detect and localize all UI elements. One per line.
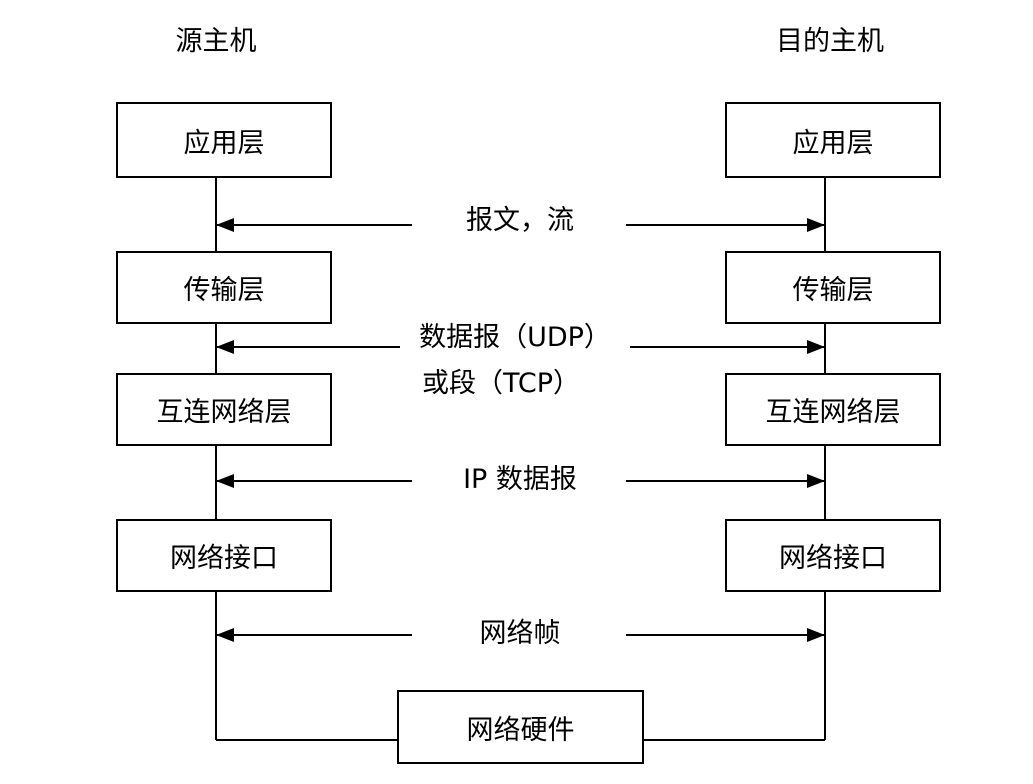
flow-label-message-stream: 报文，流 <box>420 203 620 239</box>
dest-application-layer: 应用层 <box>725 102 941 178</box>
source-internet-layer: 互连网络层 <box>116 373 332 446</box>
dest-transport-layer: 传输层 <box>725 251 941 324</box>
dest-network-interface-layer: 网络接口 <box>725 519 941 592</box>
destination-host-title: 目的主机 <box>776 26 884 57</box>
source-transport-layer: 传输层 <box>116 251 332 324</box>
source-host-title: 源主机 <box>175 26 257 57</box>
flow-label-datagram-udp: 数据报（UDP） <box>400 320 630 356</box>
dest-internet-layer: 互连网络层 <box>725 373 941 446</box>
flow-label-segment-tcp: 或段（TCP） <box>400 366 620 402</box>
source-application-layer: 应用层 <box>116 102 332 178</box>
flow-label-network-frame: 网络帧 <box>420 616 620 652</box>
network-hardware-box: 网络硬件 <box>397 690 644 764</box>
source-network-interface-layer: 网络接口 <box>116 519 332 592</box>
flow-label-ip-datagram: IP 数据报 <box>420 462 620 498</box>
